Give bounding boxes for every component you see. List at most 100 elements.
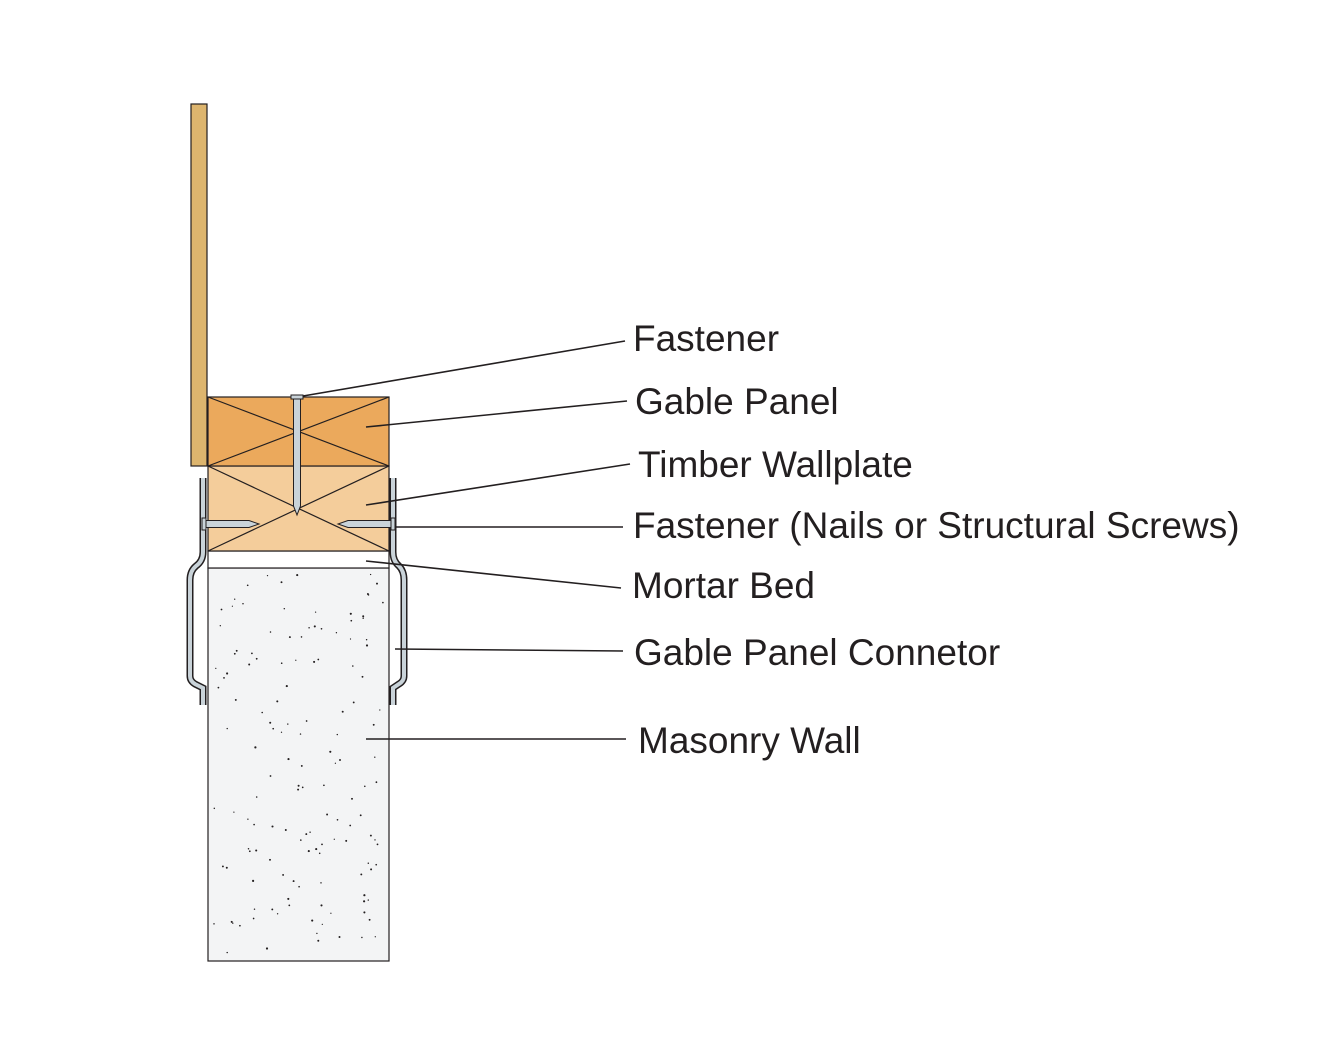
masonry-speckle [234, 698, 237, 701]
masonry-speckle [364, 785, 366, 788]
label-timber-wallplate: Timber Wallplate [638, 444, 913, 485]
masonry-speckle [382, 601, 384, 604]
label-fastener-side: Fastener (Nails or Structural Screws) [633, 505, 1240, 546]
masonry-speckle [251, 652, 253, 655]
masonry-speckle [316, 932, 318, 935]
masonry-speckle [230, 920, 233, 923]
masonry-speckle [221, 865, 224, 868]
masonry-speckle [280, 581, 283, 584]
masonry-speckle [336, 733, 338, 736]
masonry-speckle [232, 922, 234, 924]
masonry-speckle [367, 899, 369, 901]
masonry-speckle [248, 663, 251, 666]
masonry-speckle [338, 936, 341, 938]
masonry-speckle [333, 838, 335, 840]
masonry-speckle [296, 574, 299, 577]
masonry-speckle [309, 831, 311, 833]
masonry-speckle [361, 936, 363, 939]
masonry-speckle [233, 652, 236, 655]
masonry-speckle [269, 858, 271, 861]
masonry-speckle [318, 852, 321, 855]
masonry-speckle [321, 923, 323, 926]
masonry-speckle [369, 834, 372, 837]
masonry-speckle [300, 839, 302, 841]
masonry-speckle [375, 781, 378, 784]
masonry-speckle [366, 593, 369, 595]
side-fastener-left [201, 517, 261, 531]
masonry-speckle [234, 598, 236, 600]
masonry-speckle [288, 636, 291, 639]
masonry-speckle [374, 756, 376, 758]
masonry-speckle [297, 788, 300, 791]
masonry-speckle [307, 850, 310, 853]
masonry-speckle [321, 843, 323, 846]
masonry-speckle [288, 904, 291, 907]
masonry-texture [213, 573, 384, 954]
leader-fastener-top [302, 340, 626, 397]
masonry-speckle [255, 796, 258, 798]
masonry-speckle [334, 762, 337, 764]
masonry-speckle [330, 912, 332, 914]
masonry-speckle [255, 849, 258, 852]
masonry-speckle [284, 829, 287, 831]
masonry-speckle [363, 894, 366, 897]
masonry-speckle [313, 625, 316, 628]
masonry-speckle [271, 825, 274, 828]
label-mortar-bed: Mortar Bed [632, 565, 815, 606]
masonry-speckle [213, 923, 215, 925]
masonry-speckle [339, 759, 341, 761]
masonry-speckle [225, 866, 228, 869]
masonry-speckle [285, 685, 288, 688]
masonry-speckle [352, 701, 355, 704]
masonry-speckle [349, 638, 352, 640]
gable-panel-connector [186, 478, 408, 705]
masonry-speckle [215, 667, 217, 670]
masonry-speckle [326, 813, 329, 816]
masonry-speckle [352, 665, 354, 667]
masonry-speckle [265, 947, 269, 950]
masonry-speckle [254, 746, 257, 749]
masonry-speckle [314, 611, 317, 613]
masonry-speckle [301, 786, 304, 789]
masonry-speckle [360, 873, 363, 876]
masonry-speckle [266, 575, 269, 577]
masonry-speckle [341, 710, 344, 713]
masonry-speckle [372, 723, 375, 726]
masonry-speckle [247, 847, 250, 850]
masonry-speckle [363, 900, 366, 903]
masonry-speckle [276, 700, 279, 703]
side-fastener-right [336, 517, 396, 531]
masonry-wall [207, 567, 390, 962]
masonry-speckle [365, 638, 368, 641]
masonry-speckle [329, 750, 332, 753]
masonry-speckle [242, 602, 244, 605]
masonry-speckle [315, 848, 318, 851]
leader-gable-panel-connector [394, 648, 624, 652]
masonry-speckle [233, 811, 235, 813]
masonry-speckle [320, 882, 322, 884]
masonry-speckle [282, 873, 285, 876]
masonry-speckle [368, 918, 371, 921]
masonry-speckle [252, 917, 255, 920]
masonry-speckle [300, 764, 303, 767]
masonry-speckle [226, 727, 228, 730]
masonry-speckle [213, 807, 216, 810]
masonry-speckle [374, 936, 376, 938]
masonry-speckle [317, 939, 320, 942]
masonry-speckle [269, 775, 272, 777]
masonry-speckle [311, 919, 314, 922]
masonry-speckle [255, 657, 258, 660]
masonry-speckle [239, 924, 241, 927]
masonry-speckle [336, 818, 339, 821]
masonry-speckle [317, 658, 320, 661]
masonry-speckle [349, 612, 352, 615]
label-gable-panel-connector: Gable Panel Connetor [634, 632, 1000, 673]
mortar-bed [207, 550, 390, 569]
masonry-speckle [323, 784, 325, 787]
masonry-speckle [226, 672, 229, 675]
masonry-speckle [335, 632, 338, 634]
masonry-speckle [359, 814, 362, 817]
masonry-speckle [247, 818, 249, 820]
masonry-speckle [269, 721, 272, 724]
